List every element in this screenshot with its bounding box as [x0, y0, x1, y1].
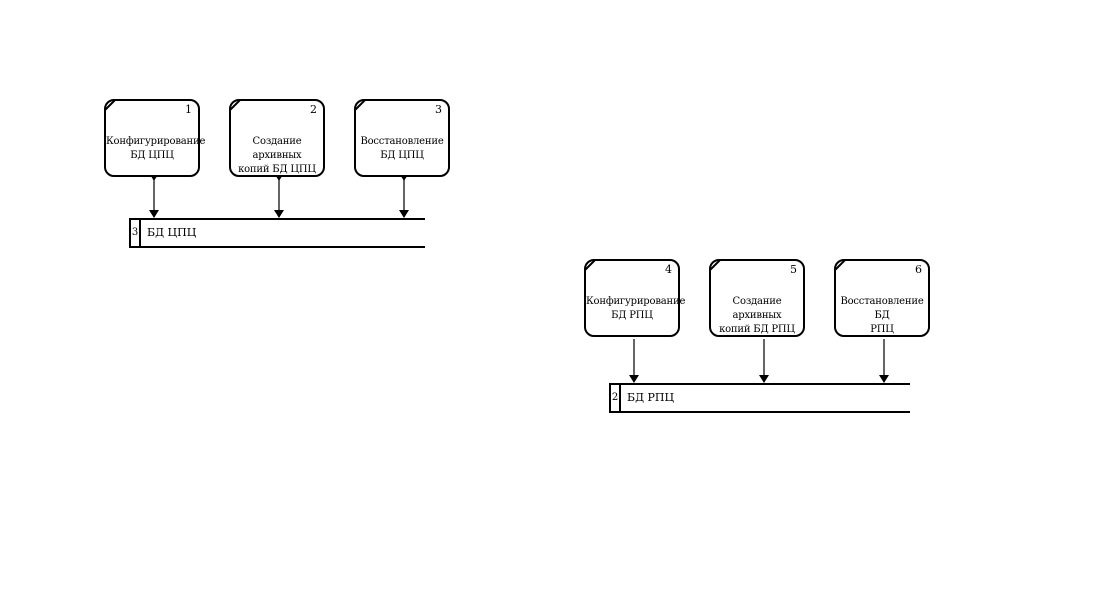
process-label: Создание архивных копий БД ЦПЦ	[238, 136, 316, 175]
process-1: 1 Конфигурирование БД ЦПЦ	[104, 99, 206, 177]
process-3: 3 Восстановление БД ЦПЦ	[354, 99, 450, 177]
process-label: Восстановление БД ЦПЦ	[360, 136, 444, 161]
process-label: Создание архивных копий БД РПЦ	[719, 296, 795, 335]
process-label: Конфигурирование БД ЦПЦ	[106, 136, 206, 161]
store-id: 2	[611, 385, 621, 411]
process-5: 5 Создание архивных копий БД РПЦ	[709, 259, 805, 337]
store-bd-rpc: 2 БД РПЦ	[609, 383, 910, 413]
process-6: 6 Восстановление БД РПЦ	[834, 259, 930, 337]
process-number: 1	[185, 103, 192, 116]
process-number: 2	[310, 103, 317, 116]
store-bd-cpc: 3 БД ЦПЦ	[129, 218, 425, 248]
process-label: Восстановление БД РПЦ	[840, 296, 924, 335]
process-number: 5	[790, 263, 797, 276]
process-number: 4	[665, 263, 672, 276]
store-name: БД РПЦ	[627, 391, 675, 404]
process-number: 6	[915, 263, 922, 276]
process-2: 2 Создание архивных копий БД ЦПЦ	[229, 99, 325, 177]
corner-notch-icon	[834, 259, 847, 272]
store-id: 3	[131, 220, 141, 246]
process-label: Конфигурирование БД РПЦ	[586, 296, 686, 321]
corner-notch-icon	[709, 259, 722, 272]
corner-notch-icon	[584, 259, 597, 272]
store-name: БД ЦПЦ	[147, 226, 197, 239]
corner-notch-icon	[104, 99, 117, 112]
corner-notch-icon	[229, 99, 242, 112]
process-4: 4 Конфигурирование БД РПЦ	[584, 259, 686, 337]
corner-notch-icon	[354, 99, 367, 112]
process-number: 3	[435, 103, 442, 116]
